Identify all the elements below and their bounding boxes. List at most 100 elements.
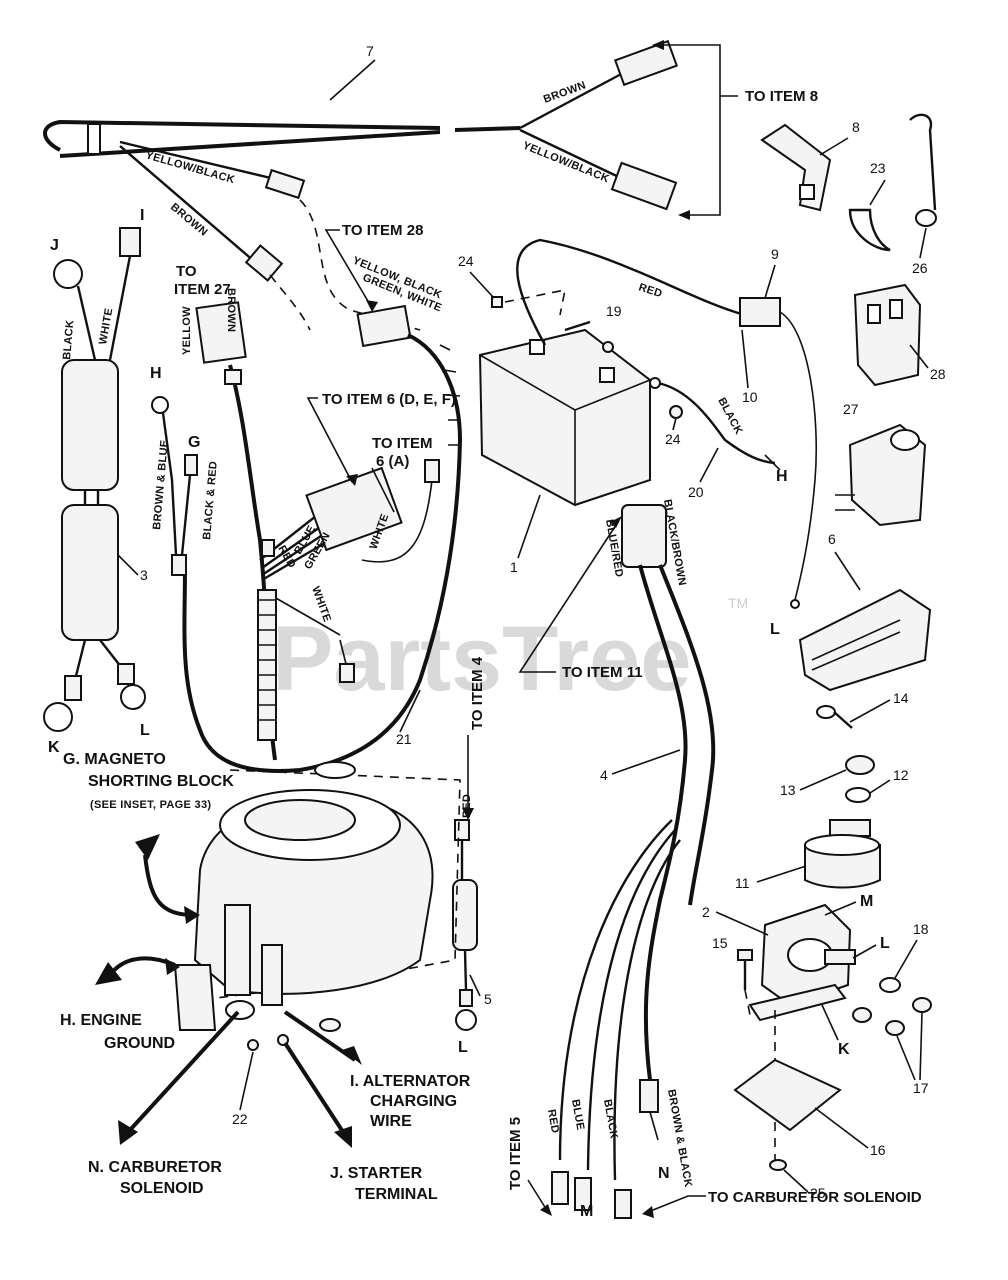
label-g-magneto: G. MAGNETO [63, 751, 166, 768]
engine-arrows [95, 834, 362, 1148]
letter-N: N [658, 1165, 670, 1182]
wire-label-red-battery: RED [637, 281, 664, 300]
part-number-19: 19 [606, 303, 622, 319]
label-j-terminal: TERMINAL [355, 1186, 438, 1203]
part-number-7: 7 [366, 43, 374, 59]
wire-label-blue-4: BLUE [569, 1098, 586, 1131]
part-number-4: 4 [600, 767, 608, 783]
label-i-wire: WIRE [370, 1113, 412, 1130]
wire-label-yellow-black-right: YELLOW/BLACK [521, 140, 611, 186]
part-number-9: 9 [771, 246, 779, 262]
part-number-14: 14 [893, 690, 909, 706]
part-number-26: 26 [912, 260, 928, 276]
letter-G: G [188, 434, 200, 451]
engine-block [173, 761, 461, 1051]
callout-to-item-27-a: TO [176, 263, 197, 280]
item-13-nut [845, 755, 875, 775]
letter-K2: K [838, 1041, 850, 1058]
callout-to-item-11: TO ITEM 11 [562, 664, 643, 681]
label-h-engine: H. ENGINE [60, 1012, 142, 1029]
wire-label-red-4: RED [545, 1108, 561, 1134]
part-number-22: 22 [232, 1111, 248, 1127]
wire-label-brown-top: BROWN [542, 79, 588, 105]
item-6-connector [798, 588, 932, 692]
label-g-shorting-block: SHORTING BLOCK [88, 773, 234, 790]
item-23-clip [848, 179, 891, 252]
part-number-27: 27 [843, 401, 859, 417]
callout-to-item-6-def: TO ITEM 6 (D, E, F) [322, 391, 456, 408]
item-28-relay [853, 283, 922, 387]
item-1-battery [478, 328, 651, 507]
part-number-5: 5 [484, 991, 492, 1007]
part-number-28: 28 [930, 366, 946, 382]
letter-H2: H [776, 468, 788, 485]
part-number-11: 11 [735, 875, 750, 891]
item-2-solenoid [748, 903, 856, 1022]
letter-J: J [50, 237, 59, 254]
letter-L2: L [458, 1039, 468, 1056]
letter-L4: L [880, 935, 890, 952]
label-g-see-inset: (SEE INSET, PAGE 33) [90, 799, 211, 811]
part-number-15: 15 [712, 935, 728, 951]
item-12-washer [845, 787, 871, 803]
part-number-6: 6 [828, 531, 836, 547]
item-21-main-harness [182, 301, 463, 773]
item-25-washer [769, 1159, 787, 1171]
part-number-16: 16 [870, 1142, 886, 1158]
part-number-10: 10 [742, 389, 758, 405]
item-9-10-red-cable [516, 238, 818, 609]
part-number-8: 8 [852, 119, 860, 135]
callout-to-item-5: TO ITEM 5 [507, 1117, 524, 1190]
wire-label-yellow-black-left: YELLOW/BLACK [144, 149, 236, 186]
item-16-decal [733, 1058, 842, 1132]
item-18-17-nuts [852, 977, 932, 1036]
item-19-24-hardware [491, 288, 683, 419]
part-number-21: 21 [396, 731, 412, 747]
label-i-alternator: I. ALTERNATOR [350, 1073, 471, 1090]
item-14-key [816, 705, 853, 729]
item-8-bracket [760, 123, 832, 212]
callout-to-carb-solenoid: TO CARBURETOR SOLENOID [708, 1189, 922, 1206]
wire-label-black-4: BLACK [601, 1098, 620, 1139]
wire-h-g [151, 396, 198, 576]
wire-label-yellow-27: YELLOW [181, 306, 193, 355]
letter-K: K [48, 739, 60, 756]
part-number-18: 18 [913, 921, 929, 937]
label-n-solenoid: SOLENOID [120, 1180, 204, 1197]
letter-L3: L [770, 621, 780, 638]
label-h-ground: GROUND [104, 1035, 175, 1052]
item-3-wire-set [43, 227, 146, 732]
letter-L1: L [140, 722, 150, 739]
item-7-harness [43, 39, 738, 282]
letter-M1: M [580, 1203, 593, 1220]
letter-I: I [140, 207, 144, 224]
item-20-black-cable [649, 377, 781, 471]
part-number-2: 2 [702, 904, 710, 920]
callout-to-item-8: TO ITEM 8 [745, 88, 818, 105]
item-5-wire [452, 819, 478, 1031]
callout-to-item-6-a-2: 6 (A) [376, 453, 409, 470]
part-number-20: 20 [688, 484, 704, 500]
callout-to-item-4: TO ITEM 4 [469, 656, 486, 730]
part-number-3: 3 [140, 567, 148, 583]
part-number-24a: 24 [458, 253, 474, 269]
label-n-carburetor: N. CARBURETOR [88, 1159, 222, 1176]
wire-label-black-battery: BLACK [715, 396, 744, 437]
part-number-23: 23 [870, 160, 886, 176]
wire-label-black-3: BLACK [61, 319, 76, 360]
callout-to-item-6-a-1: TO ITEM [372, 435, 433, 452]
part-number-1: 1 [510, 559, 518, 575]
watermark: PartsTree [272, 608, 691, 710]
part-number-17: 17 [913, 1080, 929, 1096]
wire-label-red-5: RED [461, 794, 473, 818]
label-j-starter: J. STARTER [330, 1165, 423, 1182]
label-i-charging: CHARGING [370, 1093, 457, 1110]
item-15-bolt [737, 949, 753, 990]
letter-M2: M [860, 893, 873, 910]
wire-label-white-3: WHITE [97, 307, 115, 345]
item-11-switch [804, 819, 881, 889]
item-4-cable [551, 504, 716, 1219]
item-26-terminal [909, 113, 937, 227]
watermark-tm: TM [728, 595, 748, 611]
